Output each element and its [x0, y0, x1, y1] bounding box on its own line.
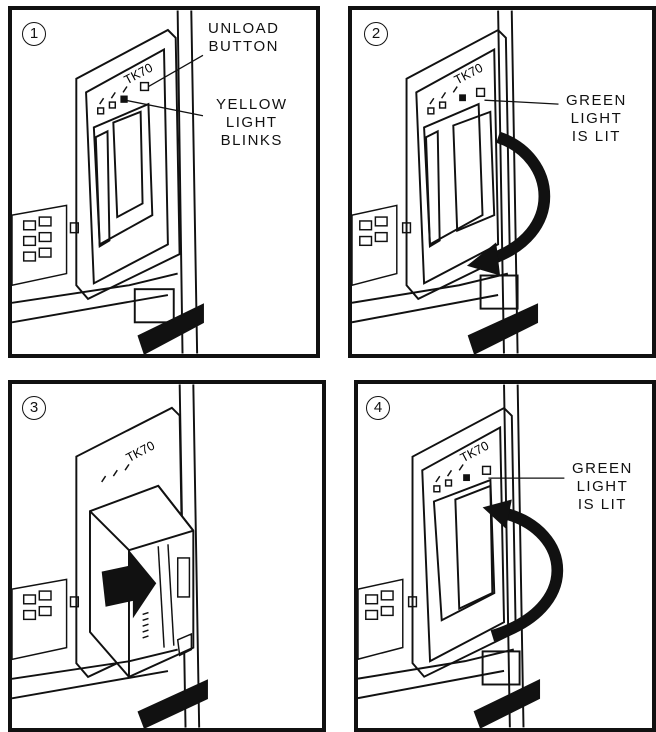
drive-illustration: TK70 [352, 10, 652, 354]
yellow-light-callout: YELLOW LIGHT BLINKS [216, 96, 288, 150]
indicator-light-1 [98, 108, 104, 114]
panel-step-4: TK70 4 GREEN LIGHT IS LIT [354, 380, 656, 732]
tk70-label: TK70 [124, 438, 157, 465]
power-switch-icon [481, 276, 518, 309]
yellow-light-icon [121, 96, 127, 102]
power-switch-icon [135, 289, 174, 322]
unload-button-callout: UNLOAD BUTTON [208, 20, 280, 56]
step-number-badge: 1 [22, 22, 46, 46]
drive-illustration: TK70 [12, 384, 322, 728]
panel-step-2: TK70 2 GREEN LIGHT IS LIT [348, 6, 656, 358]
indicator-light-2 [446, 480, 452, 486]
drive-illustration: TK70 [358, 384, 652, 728]
indicator-light-2 [440, 102, 446, 108]
keypad-icon [358, 579, 416, 659]
keypad-icon [12, 579, 78, 659]
keypad-icon [352, 205, 410, 285]
step-number-badge: 3 [22, 396, 46, 420]
cartridge-slot [434, 480, 494, 620]
step-number-badge: 4 [366, 396, 390, 420]
step-number-badge: 2 [364, 22, 388, 46]
green-light-callout: GREEN LIGHT IS LIT [566, 92, 627, 146]
panel-step-1: TK70 1 UNLOAD BUTTON YELLOW LIGHT BLINKS [8, 6, 320, 358]
unload-button-icon [477, 88, 485, 96]
cartridge-slot [94, 104, 152, 244]
indicator-light-1 [434, 486, 440, 492]
panel-step-3: TK70 3 [8, 380, 326, 732]
green-light-callout: GREEN LIGHT IS LIT [572, 460, 633, 514]
open-door [453, 112, 494, 231]
green-light-icon [463, 474, 470, 481]
closed-door [455, 486, 492, 609]
unload-button-icon [483, 466, 491, 474]
keypad-icon [12, 205, 78, 285]
indicator-light-1 [428, 108, 434, 114]
green-light-icon [459, 94, 466, 101]
drive-illustration: TK70 [12, 10, 316, 354]
unload-button-icon [141, 83, 149, 91]
indicator-light-2 [109, 102, 115, 108]
